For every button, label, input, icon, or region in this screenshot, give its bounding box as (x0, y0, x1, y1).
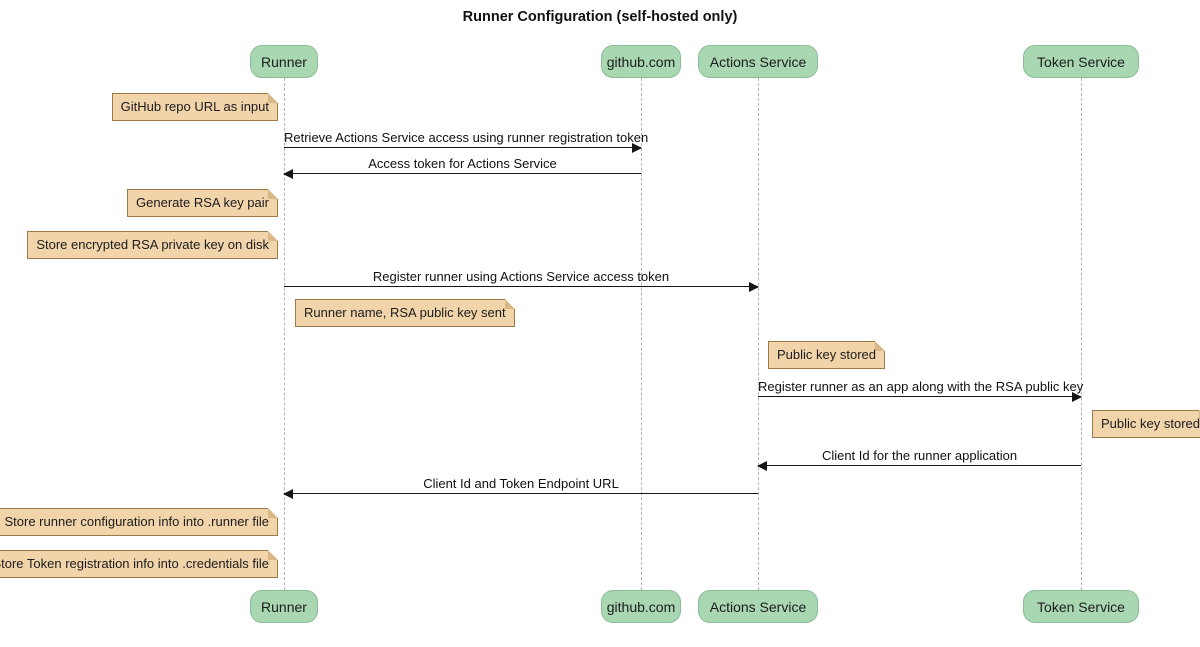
message-label: Access token for Actions Service (368, 156, 557, 171)
arrow-line (284, 147, 641, 148)
message-register-runner-as-app: Register runner as an app along with the… (758, 377, 1084, 402)
message-label: Client Id for the runner application (821, 448, 1018, 463)
participant-bottom-token-service: Token Service (1023, 590, 1139, 623)
diagram-title: Runner Configuration (self-hosted only) (462, 9, 738, 25)
note-generate-rsa-key-pair: Generate RSA key pair (127, 189, 278, 217)
note-runner-name-rsa-public-key-sent: Runner name, RSA public key sent (295, 299, 515, 327)
note-public-key-stored-actions-service: Public key stored (768, 341, 885, 369)
message-register-runner: Register runner using Actions Service ac… (284, 267, 759, 292)
participant-bottom-actions-service: Actions Service (698, 590, 818, 623)
participant-bottom-github-com: github.com (601, 590, 681, 623)
participant-top-token-service: Token Service (1023, 45, 1139, 78)
arrow-line (758, 465, 1081, 466)
arrow-line (284, 286, 758, 287)
participant-top-actions-service: Actions Service (698, 45, 818, 78)
message-label: Retrieve Actions Service access using ru… (284, 130, 649, 145)
participant-top-runner: Runner (250, 45, 318, 78)
note-store-encrypted-rsa-private-key: Store encrypted RSA private key on disk (27, 231, 278, 259)
lifeline-github-com (641, 78, 642, 590)
message-label: Register runner as an app along with the… (758, 379, 1084, 394)
message-retrieve-actions-service-access: Retrieve Actions Service access using ru… (284, 128, 649, 153)
message-client-id-and-token-endpoint-url: Client Id and Token Endpoint URL (283, 474, 758, 499)
participant-bottom-runner: Runner (250, 590, 318, 623)
note-store-token-registration-info: Store Token registration info into .cred… (0, 550, 278, 578)
arrow-line (758, 396, 1081, 397)
lifeline-token-service (1081, 78, 1082, 590)
arrow-line (284, 173, 641, 174)
note-public-key-stored-token-service: Public key stored (1092, 410, 1200, 438)
arrowhead-right-icon (1072, 392, 1082, 402)
arrowhead-left-icon (283, 489, 293, 499)
note-store-runner-configuration-info: Store runner configuration info into .ru… (0, 508, 278, 536)
message-label: Register runner using Actions Service ac… (372, 269, 670, 284)
message-client-id-for-runner-application: Client Id for the runner application (757, 446, 1081, 471)
lifeline-runner (284, 78, 285, 590)
lifeline-actions-service (758, 78, 759, 590)
arrowhead-left-icon (283, 169, 293, 179)
arrowhead-right-icon (632, 143, 642, 153)
arrow-line (284, 493, 758, 494)
arrowhead-left-icon (757, 461, 767, 471)
message-access-token-for-actions-service: Access token for Actions Service (283, 154, 641, 179)
participant-top-github-com: github.com (601, 45, 681, 78)
message-label: Client Id and Token Endpoint URL (423, 476, 619, 491)
arrowhead-right-icon (749, 282, 759, 292)
note-github-repo-url-as-input: GitHub repo URL as input (111, 93, 279, 121)
